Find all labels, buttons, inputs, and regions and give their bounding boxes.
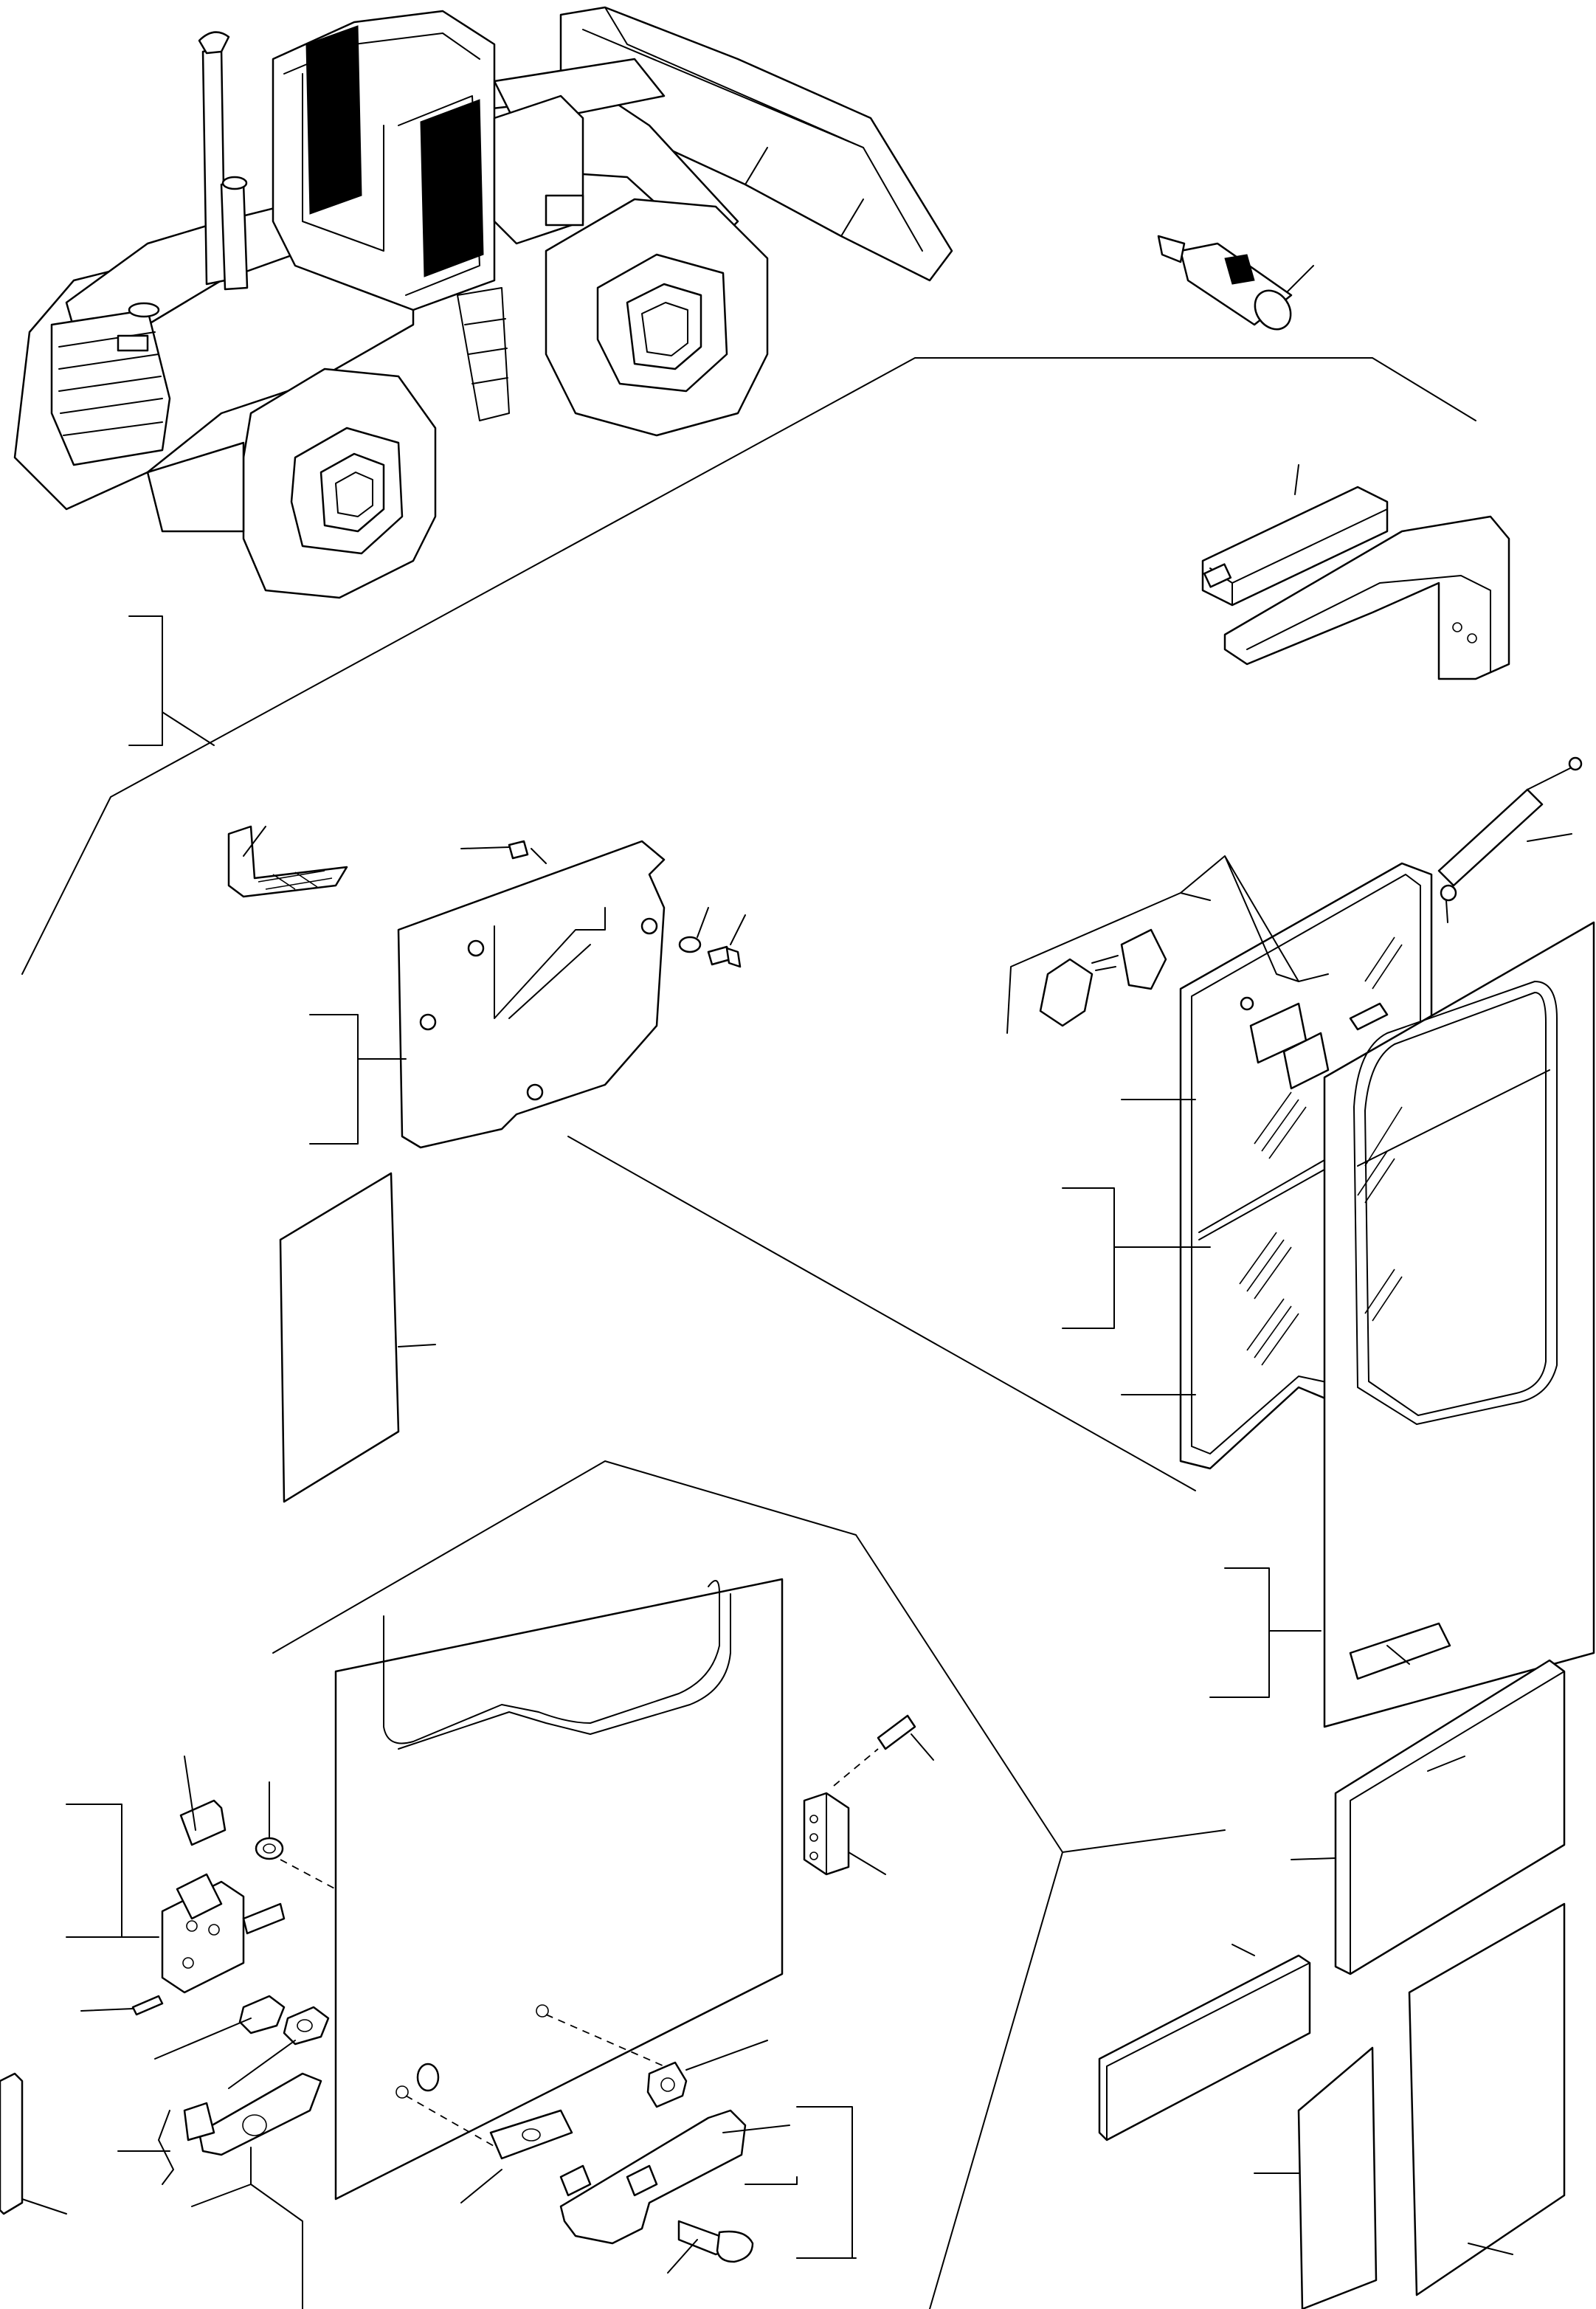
wheel-loader-machine [13,6,953,599]
door-handle [460,2040,857,2259]
loader-bracket [128,615,215,746]
sliding-window-assembly [1062,862,1595,1728]
rear-cover-plate [309,840,746,1149]
cab-door-panel [280,1578,784,2201]
door-lock-assembly [66,1756,330,2309]
adhesive-tube [1157,235,1314,331]
seal-strip [0,2072,67,2215]
window-latch-parts [1006,855,1389,1090]
door-seal-profiles [1201,464,1510,680]
insulation-pads [1098,1659,1566,2309]
gas-strut [1437,756,1583,923]
door-hinge [803,1714,934,1876]
separator-lines [21,357,1476,2309]
door-key [667,2220,754,2274]
corner-bracket [227,825,348,898]
gasket-sheet [279,1172,436,1503]
